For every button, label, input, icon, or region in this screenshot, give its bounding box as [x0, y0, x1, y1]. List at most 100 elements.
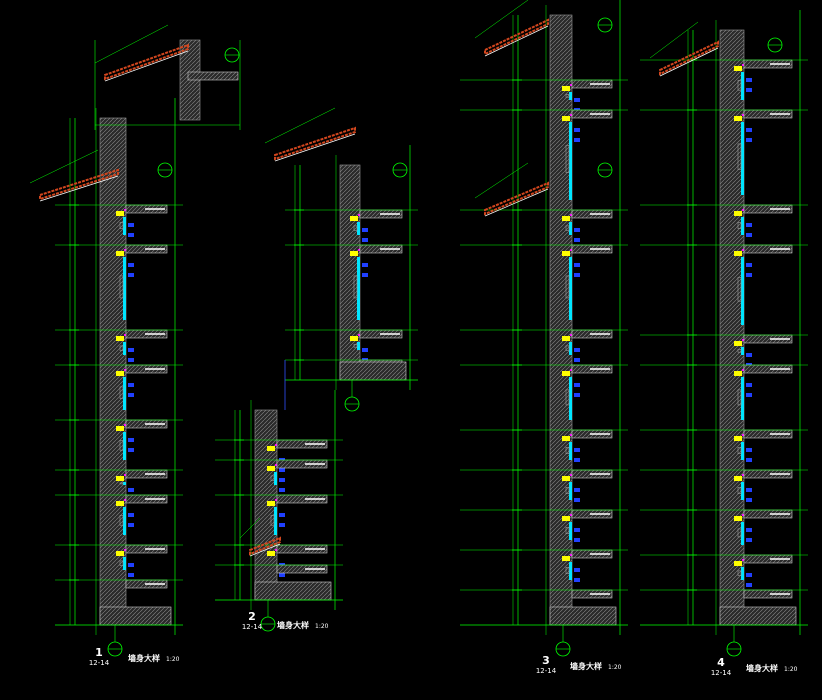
wall-pier	[565, 487, 570, 494]
wall-pier	[737, 80, 742, 91]
window-glass	[569, 257, 572, 320]
window-fixing	[128, 488, 134, 492]
window-fixing	[574, 578, 580, 582]
wall-pier	[737, 447, 742, 454]
window-fixing	[746, 273, 752, 277]
wall-pier	[565, 94, 570, 98]
detail-4-title-group: 墙身大样 1:20	[746, 665, 797, 673]
wall-pier	[119, 515, 124, 526]
sill-block	[116, 551, 124, 556]
detail-2-callout: 2 12-14	[238, 611, 266, 632]
window-fixing	[362, 238, 368, 242]
window-fixing	[746, 458, 752, 462]
roof-slope-dim	[474, 0, 529, 39]
window-glass	[741, 347, 744, 355]
window-fixing	[746, 88, 752, 92]
sill-block	[350, 216, 358, 221]
window-glass	[123, 217, 126, 235]
sill-block	[116, 336, 124, 341]
window-fixing	[362, 273, 368, 277]
detail-3-title: 墙身大样	[570, 662, 602, 671]
window-fixing	[128, 233, 134, 237]
window-fixing	[128, 448, 134, 452]
detail-1-ref: 12-14	[88, 659, 110, 667]
sill-block	[734, 341, 742, 346]
roof-slope-dim	[649, 21, 699, 59]
window-fixing	[574, 488, 580, 492]
detail-1-scale: 1:20	[166, 656, 180, 663]
window-fixing	[128, 348, 134, 352]
window-fixing	[746, 538, 752, 542]
sill-block	[562, 556, 570, 561]
wall-pier	[737, 487, 742, 494]
window-fixing	[279, 573, 285, 577]
wall-pier	[353, 225, 358, 231]
window-glass	[741, 567, 744, 580]
sill-block	[562, 86, 570, 91]
window-fixing	[574, 393, 580, 397]
detail-1-number: 1	[95, 646, 103, 659]
roof-tiles	[484, 18, 549, 56]
window-fixing	[574, 498, 580, 502]
roof-slab	[104, 50, 189, 82]
window-fixing	[128, 513, 134, 517]
wall-pier	[737, 528, 742, 538]
window-glass	[123, 482, 126, 485]
sill-block	[116, 501, 124, 506]
roof-slab	[39, 175, 119, 202]
window-fixing	[128, 263, 134, 267]
detail-4-number: 4	[717, 656, 725, 669]
window-glass	[123, 377, 126, 410]
window-fixing	[746, 573, 752, 577]
window-fixing	[746, 528, 752, 532]
sill-block	[734, 251, 742, 256]
detail-3-scale: 1:20	[608, 664, 622, 671]
window-fixing	[128, 563, 134, 567]
window-fixing	[574, 538, 580, 542]
roof-slope-dim	[264, 107, 336, 144]
window-glass	[741, 522, 744, 545]
window-fixing	[574, 238, 580, 242]
sill-block	[116, 211, 124, 216]
window-glass	[357, 257, 360, 320]
ground-hatch	[549, 606, 617, 626]
wall-pier	[565, 447, 570, 454]
detail-2-ref: 12-14	[241, 623, 263, 631]
window-glass	[569, 442, 572, 460]
window-fixing	[574, 568, 580, 572]
sill-block	[562, 116, 570, 121]
wall-pier	[565, 145, 570, 173]
window-fixing	[279, 513, 285, 517]
wall-pier	[119, 345, 124, 351]
window-fixing	[574, 458, 580, 462]
window-fixing	[128, 223, 134, 227]
ground-hatch	[254, 581, 332, 601]
window-glass	[569, 222, 572, 235]
sill-block	[734, 66, 742, 71]
window-fixing	[362, 263, 368, 267]
window-glass	[274, 507, 277, 535]
sill-block	[562, 476, 570, 481]
wall-pier	[737, 143, 742, 170]
wall-pier	[353, 344, 358, 348]
ground-hatch	[99, 606, 172, 626]
window-fixing	[574, 128, 580, 132]
window-fixing	[746, 233, 752, 237]
wall-pier	[565, 389, 570, 406]
wall-pier	[565, 225, 570, 231]
window-fixing	[128, 523, 134, 527]
window-fixing	[746, 448, 752, 452]
wall-pier	[737, 222, 742, 229]
wall-pier	[353, 275, 358, 299]
sill-block	[267, 551, 275, 556]
sill-block	[267, 466, 275, 471]
detail-4-ref: 12-14	[710, 669, 732, 677]
detail-3-ref: 12-14	[535, 667, 557, 675]
roof-slab	[659, 47, 719, 77]
wall-pier	[565, 567, 570, 575]
window-fixing	[128, 573, 134, 577]
window-fixing	[574, 138, 580, 142]
detail-4-title: 墙身大样	[746, 664, 778, 673]
window-glass	[741, 217, 744, 235]
